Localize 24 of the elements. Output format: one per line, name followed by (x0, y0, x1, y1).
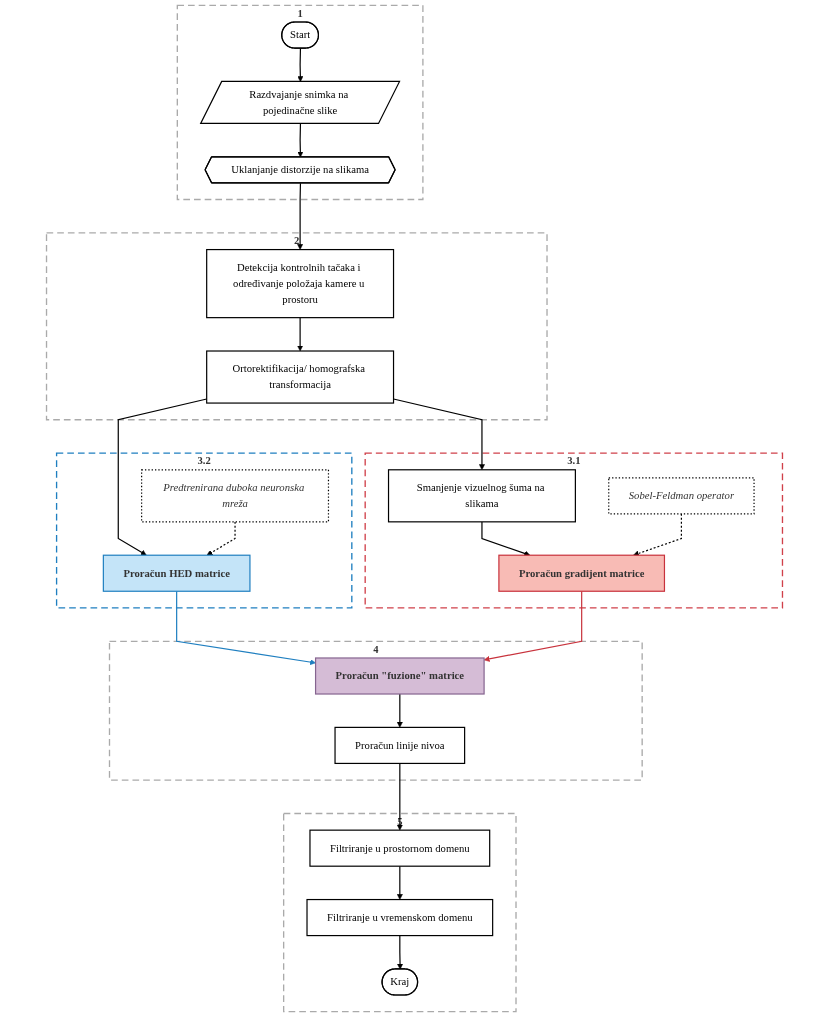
arrow (396, 762, 403, 831)
node-box: Proračun "fuzione" matrice (314, 657, 485, 695)
arrow (206, 521, 236, 556)
node-box: Filtriranje u prostornom domenu (309, 829, 491, 867)
arrow (481, 521, 531, 557)
arrow (297, 123, 304, 158)
arrow (297, 47, 304, 82)
arrow (396, 865, 403, 900)
arrow (633, 513, 682, 557)
arrow (176, 590, 316, 665)
arrow (297, 182, 304, 250)
arrow (397, 935, 403, 970)
node-box: Proračun linije nivoa (334, 726, 466, 764)
arrow (297, 317, 304, 352)
arrow (483, 590, 583, 662)
node-box: Smanjenje vizuelnog šuma na slikama (387, 469, 576, 523)
node-box: Detekcija kontrolnih tačaka i određivanje položaja kamere u prostoru (206, 249, 395, 319)
node-box: Ortorektifikacija/ homografska transformacija (206, 350, 395, 404)
node-box: Predtrenirana duboka neuronska mreža (141, 469, 330, 523)
node-box: Proračun HED matrice (102, 554, 251, 592)
node-box: Sobel-Feldman operator (608, 477, 755, 515)
node-box: Proračun gradijent matrice (498, 554, 666, 592)
node-box: Filtriranje u vremenskom domenu (306, 898, 494, 937)
arrow (396, 693, 403, 728)
